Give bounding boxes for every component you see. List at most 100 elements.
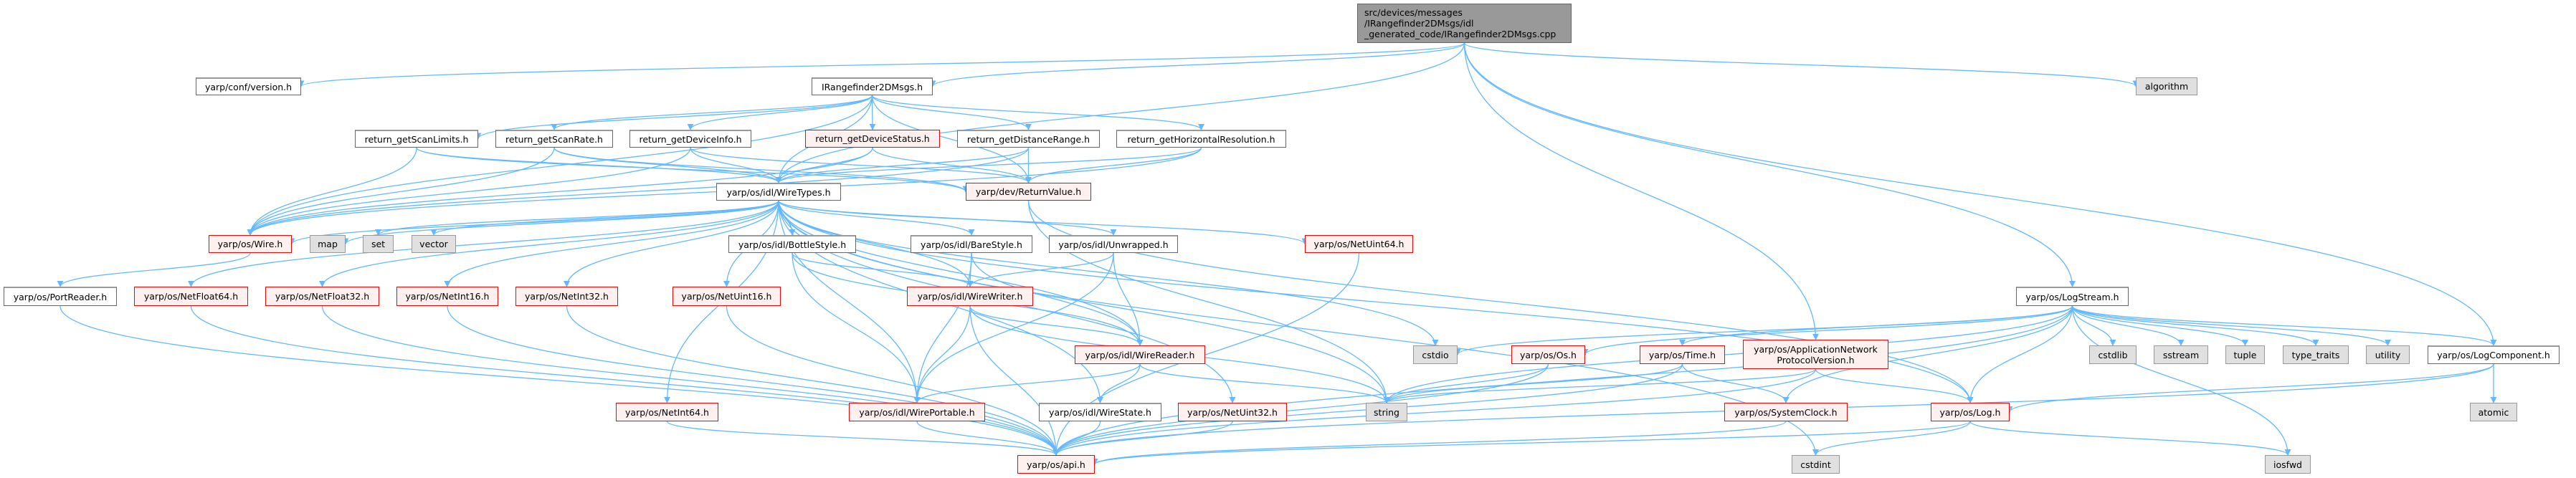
- node-logstream[interactable]: yarp/os/LogStream.h: [2016, 287, 2129, 306]
- edge-returnvalue-to-log: [1027, 200, 1974, 403]
- edge-wirereader-to-string: [1139, 363, 1390, 403]
- edge-returnvalue-to-string: [1027, 200, 1390, 403]
- edge-logstream-to-string: [1383, 305, 2073, 403]
- node-netint32[interactable]: yarp/os/NetInt32.h: [515, 287, 618, 306]
- edge-netint64-to-api: [666, 421, 1060, 456]
- edge-logstream-to-tuple: [2071, 305, 2248, 346]
- edge-logstream-to-systemclock: [1782, 305, 2073, 403]
- node-algorithm[interactable]: algorithm: [2136, 77, 2197, 95]
- edge-log-to-iosfwd: [1969, 421, 2291, 456]
- node-horizres[interactable]: return_getHorizontalResolution.h: [1116, 130, 1286, 148]
- node-log[interactable]: yarp/os/Log.h: [1931, 403, 2010, 421]
- node-netuint16[interactable]: yarp/os/NetUint16.h: [672, 287, 781, 306]
- edge-devicestatus-to-returnvalue: [872, 147, 1032, 183]
- edge-root-to-wiretypes: [775, 42, 1465, 183]
- node-appnet[interactable]: yarp/os/ApplicationNetwork ProtocolVersi…: [1743, 340, 1888, 369]
- edge-deviceinfo-to-wiretypes: [690, 147, 782, 183]
- edge-wiretypes-to-wirereader: [778, 200, 1144, 346]
- node-time[interactable]: yarp/os/Time.h: [1640, 345, 1725, 364]
- edge-barestyle-to-wireportable: [913, 252, 972, 403]
- node-vector[interactable]: vector: [412, 235, 456, 253]
- node-distancerange[interactable]: return_getDistanceRange.h: [957, 130, 1100, 148]
- node-netfloat32[interactable]: yarp/os/NetFloat32.h: [265, 287, 379, 306]
- node-wiretypes[interactable]: yarp/os/idl/WireTypes.h: [716, 183, 841, 201]
- node-wirewriter[interactable]: yarp/os/idl/WireWriter.h: [907, 287, 1033, 306]
- edge-root-to-logcomponent: [1463, 42, 2497, 346]
- node-wirereader[interactable]: yarp/os/idl/WireReader.h: [1075, 345, 1205, 364]
- edge-bottlestyle-to-wirewriter: [792, 252, 974, 287]
- edge-logstream-to-type_traits: [2071, 305, 2319, 346]
- node-systemclock[interactable]: yarp/os/SystemClock.h: [1724, 403, 1848, 421]
- edge-portreader-to-api: [60, 305, 1060, 456]
- edge-horizres-to-wiretypes: [775, 147, 1202, 183]
- node-root[interactable]: src/devices/messages /IRangefinder2DMsgs…: [1357, 4, 1572, 43]
- node-tuple[interactable]: tuple: [2225, 345, 2265, 364]
- edge-netint32-to-api: [566, 305, 1060, 456]
- node-sstream[interactable]: sstream: [2154, 345, 2208, 364]
- node-portreader[interactable]: yarp/os/PortReader.h: [4, 287, 117, 306]
- edge-logcomponent-to-log: [2006, 363, 2494, 413]
- node-os[interactable]: yarp/os/Os.h: [1511, 345, 1585, 364]
- node-netuint64[interactable]: yarp/os/NetUint64.h: [1305, 235, 1413, 253]
- edge-scanlimits-to-returnvalue: [416, 147, 969, 193]
- node-returnvalue[interactable]: yarp/dev/ReturnValue.h: [966, 183, 1091, 201]
- edge-wiretypes-to-vector: [430, 200, 779, 236]
- node-wireportable[interactable]: yarp/os/idl/WirePortable.h: [849, 403, 985, 421]
- node-map[interactable]: map: [310, 235, 346, 253]
- node-atomic[interactable]: atomic: [2470, 403, 2517, 421]
- edge-logstream-to-api: [1052, 305, 2073, 456]
- edge-netint16-to-api: [447, 305, 1060, 456]
- node-version[interactable]: yarp/conf/version.h: [196, 77, 301, 95]
- node-devicestatus[interactable]: return_getDeviceStatus.h: [805, 130, 940, 148]
- edge-wireportable-to-api: [916, 421, 1060, 456]
- edge-netuint16-to-api: [726, 305, 1060, 456]
- node-cstdlib[interactable]: cstdlib: [2089, 345, 2137, 364]
- node-iosfwd[interactable]: iosfwd: [2265, 455, 2311, 474]
- edge-scanlimits-to-wire: [247, 147, 417, 236]
- edge-wiretypes-to-netint16: [444, 200, 779, 287]
- node-bottlestyle[interactable]: yarp/os/idl/BottleStyle.h: [728, 235, 856, 253]
- edge-wirereader-to-wirestate: [1096, 363, 1141, 403]
- node-wire[interactable]: yarp/os/Wire.h: [209, 235, 292, 253]
- edge-irf-to-wire: [247, 95, 873, 236]
- node-barestyle[interactable]: yarp/os/idl/BareStyle.h: [911, 235, 1032, 253]
- node-scanlimits[interactable]: return_getScanLimits.h: [355, 130, 478, 148]
- edge-os-to-string: [1383, 363, 1549, 403]
- edge-logstream-to-utility: [2071, 305, 2391, 346]
- edge-irf-to-horizres: [871, 95, 1204, 130]
- node-api[interactable]: yarp/os/api.h: [1017, 455, 1095, 474]
- node-scanrate[interactable]: return_getScanRate.h: [495, 130, 613, 148]
- node-netuint32[interactable]: yarp/os/NetUint32.h: [1178, 403, 1287, 421]
- node-utility[interactable]: utility: [2366, 345, 2410, 364]
- edge-wiretypes-to-netfloat64: [188, 200, 779, 287]
- node-netint16[interactable]: yarp/os/NetInt16.h: [396, 287, 498, 306]
- edge-systemclock-to-api: [1091, 421, 1787, 465]
- edge-scanrate-to-wire: [247, 147, 555, 236]
- node-logcomponent[interactable]: yarp/os/LogComponent.h: [2428, 345, 2560, 364]
- node-cstdint[interactable]: cstdint: [1792, 455, 1840, 474]
- node-netfloat64[interactable]: yarp/os/NetFloat64.h: [134, 287, 248, 306]
- edge-deviceinfo-to-wire: [247, 147, 691, 236]
- edge-root-to-irf: [929, 42, 1465, 87]
- edge-wiretypes-to-cstdio: [778, 200, 1439, 346]
- node-wirestate[interactable]: yarp/os/idl/WireState.h: [1039, 403, 1161, 421]
- edge-scanrate-to-returnvalue: [553, 147, 969, 193]
- node-set[interactable]: set: [363, 235, 394, 253]
- node-string[interactable]: string: [1366, 403, 1407, 421]
- edge-wiretypes-to-netint32: [563, 200, 779, 287]
- edge-irf-to-deviceinfo: [687, 95, 873, 130]
- edge-netfloat32-to-api: [321, 305, 1060, 456]
- node-deviceinfo[interactable]: return_getDeviceInfo.h: [629, 130, 751, 148]
- node-type-traits[interactable]: type_traits: [2283, 345, 2349, 364]
- edge-devicestatus-to-wire: [247, 147, 873, 236]
- node-unwrapped[interactable]: yarp/os/idl/Unwrapped.h: [1049, 235, 1178, 253]
- node-cstdio[interactable]: cstdio: [1413, 345, 1458, 364]
- edge-wirewriter-to-wireportable: [913, 305, 971, 403]
- edge-root-to-logstream: [1463, 42, 2076, 287]
- edge-irf-to-returnvalue: [871, 95, 1032, 183]
- node-netint64[interactable]: yarp/os/NetInt64.h: [616, 403, 718, 421]
- edge-irf-to-scanrate: [551, 95, 873, 130]
- node-irf[interactable]: IRangefinder2DMsgs.h: [812, 77, 933, 95]
- edge-log-to-api: [1091, 421, 1971, 465]
